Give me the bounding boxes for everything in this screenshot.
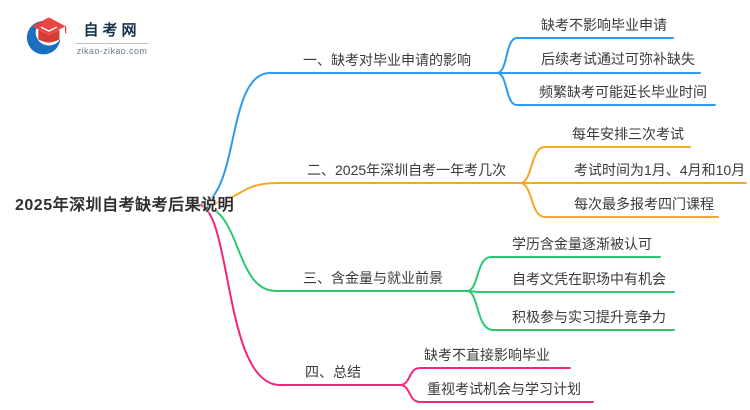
branch-3-child-2: 自考文凭在职场中有机会: [512, 271, 666, 287]
branch-1-child-2: 后续考试通过可弥补缺失: [541, 51, 695, 67]
branch-4-child-2: 重视考试机会与学习计划: [427, 381, 581, 397]
branch-2-connector: [199, 182, 521, 206]
graduation-cap-logo-icon: [26, 17, 67, 55]
logo-title: 自考网: [83, 22, 141, 39]
branch-2-child-1-underline: [519, 146, 691, 184]
branch-4-child-1-underline: [399, 367, 571, 386]
logo-cap-highlight: [40, 26, 58, 32]
branch-3-connector: [199, 204, 468, 292]
branch-4-child-1: 缺考不直接影响毕业: [424, 347, 550, 363]
branch-3-child-3-underline: [466, 290, 675, 331]
logo-divider: [76, 43, 148, 44]
logo-domain-text: zikao-zikao.com: [76, 46, 148, 56]
branch-4-wires: [199, 204, 594, 403]
branch-2-child-3: 每次最多报考四门课程: [574, 196, 714, 212]
branch-1-child-1: 缺考不影响毕业申请: [541, 17, 667, 33]
branch-2-label: 二、2025年深圳自考一年考几次: [307, 162, 507, 178]
branch-2-child-3-underline: [519, 182, 719, 218]
branch-3-child-1: 学历含金量逐渐被认可: [512, 236, 652, 252]
branch-3-child-1-underline: [466, 256, 661, 292]
branch-4-connector: [199, 204, 401, 386]
branch-2-wires: [199, 146, 747, 218]
branch-1-child-3-underline: [496, 72, 716, 106]
central-topic: 2025年深圳自考缺考后果说明: [15, 197, 235, 214]
branch-2-child-2: 考试时间为1月、4月和10月: [574, 162, 746, 178]
branch-4-child-2-underline: [399, 384, 594, 403]
branch-1-label: 一、缺考对毕业申请的影响: [303, 52, 471, 68]
logo-cap-front: [38, 29, 60, 43]
logo-text-block: 自考网 zikao-zikao.com: [76, 14, 148, 56]
branch-3-wires: [199, 204, 675, 331]
branch-1-connector: [199, 72, 498, 206]
branch-4-label: 四、总结: [305, 364, 361, 380]
branch-2-child-1: 每年安排三次考试: [572, 126, 684, 142]
branch-3-label: 三、含金量与就业前景: [303, 270, 443, 286]
branch-1-child-1-underline: [496, 37, 674, 74]
site-logo: 自考网 zikao-zikao.com: [26, 12, 148, 58]
branch-3-child-3: 积极参与实习提升竞争力: [512, 309, 666, 325]
branch-3-child-2-underline: [466, 290, 675, 293]
branch-1-child-3: 频繁缺考可能延长毕业时间: [539, 84, 707, 100]
branch-1-wires: [199, 37, 716, 206]
